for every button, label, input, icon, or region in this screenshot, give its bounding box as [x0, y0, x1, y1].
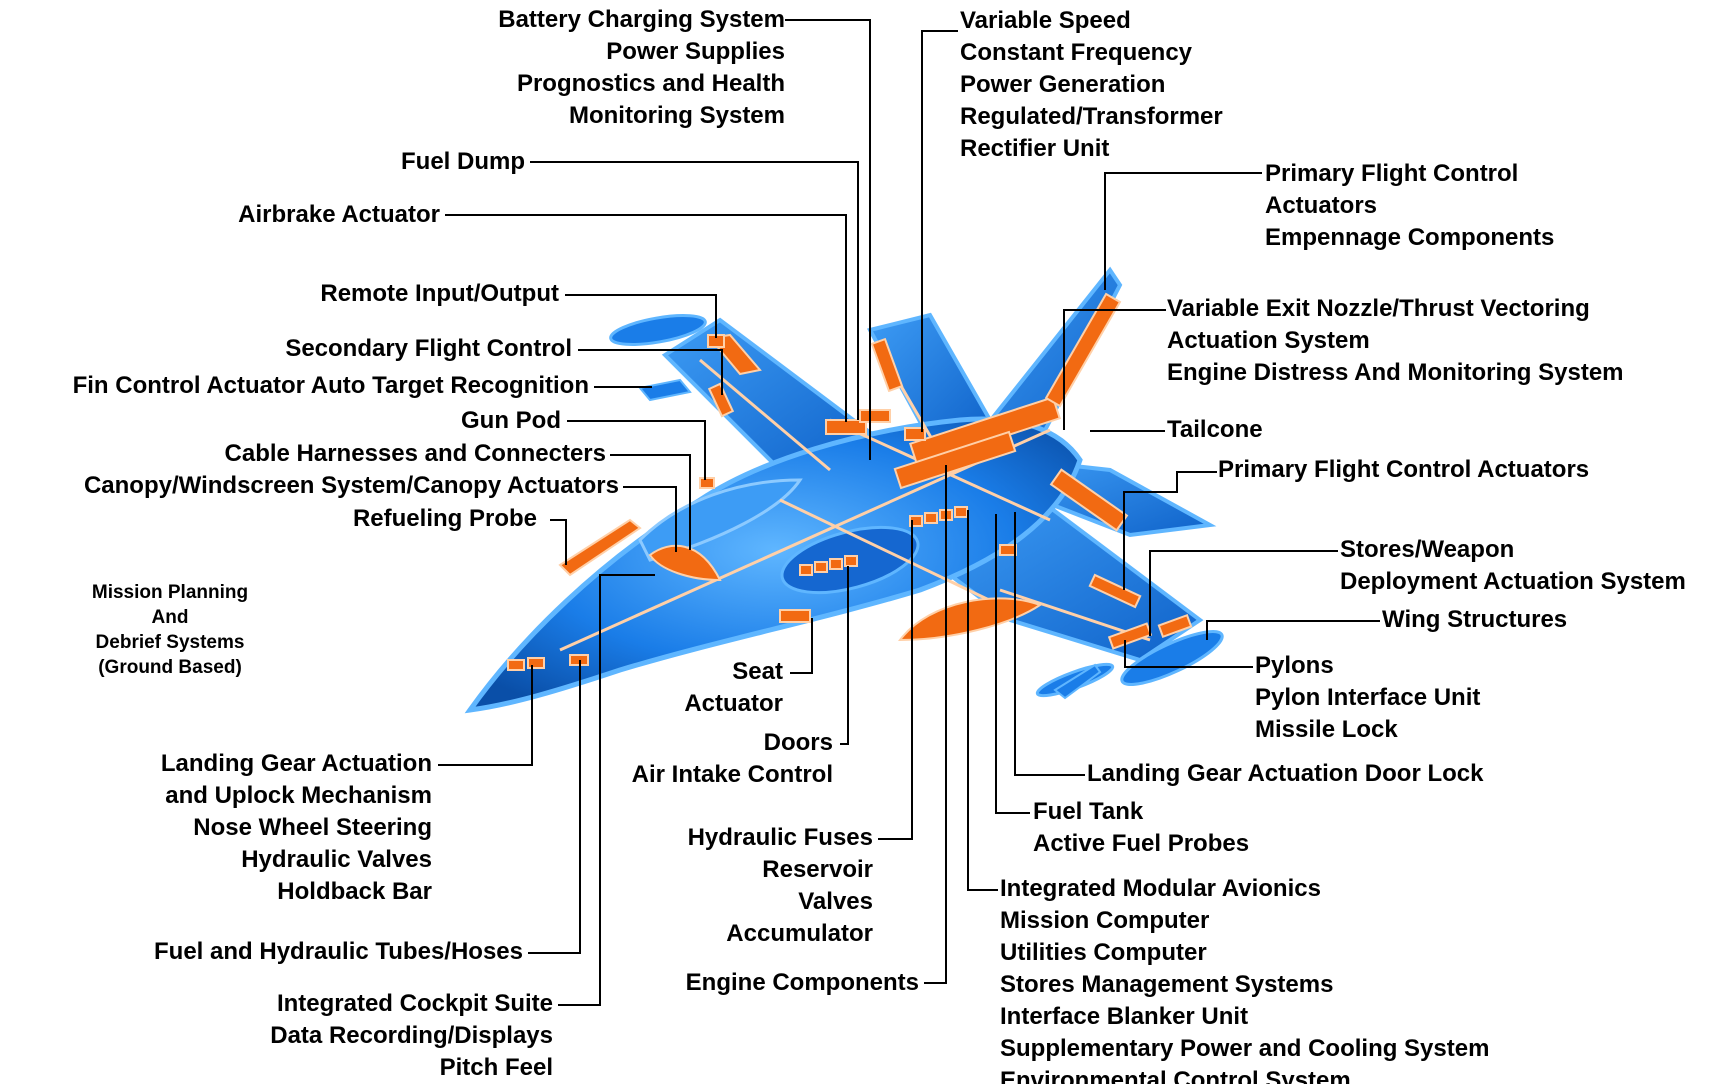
leader-wing-struct	[1206, 620, 1380, 640]
seat-actuator-box	[779, 609, 811, 623]
doors-box-b	[814, 561, 828, 573]
leader-hydraulic	[878, 520, 913, 840]
label-canopy-windscreen: Canopy/Windscreen System/Canopy Actuator…	[83, 472, 619, 499]
doors-box-d	[844, 555, 858, 567]
label-gun-pod: Gun Pod	[461, 407, 561, 434]
fin-control-vane	[638, 378, 692, 402]
leader-lg-door-lock	[1014, 512, 1085, 776]
leader-secondary-fc	[578, 349, 723, 395]
leader-gun-pod	[567, 420, 706, 480]
label-cable-harnesses: Cable Harnesses and Connecters	[224, 440, 606, 467]
leader-landing-gear	[438, 665, 533, 766]
left-wingtip-missile	[609, 314, 707, 346]
pylon-box-a	[1107, 622, 1153, 650]
leader-refueling	[550, 519, 567, 565]
leader-canopy	[623, 486, 677, 552]
label-secondary-flight-control: Secondary Flight Control	[285, 335, 572, 362]
leader-line-group	[438, 19, 1380, 1006]
leader-nozzle	[1063, 309, 1166, 430]
hydraulic-box-b	[924, 512, 938, 524]
doors-box-c	[829, 558, 843, 570]
refueling-probe	[558, 518, 642, 577]
leader-pylons	[1124, 640, 1253, 668]
engine-panel	[893, 430, 1017, 490]
label-fin-control-actuator: Fin Control Actuator Auto Target Recogni…	[72, 372, 589, 399]
fuel-tank	[897, 597, 1043, 642]
leader-fuel-dump	[530, 161, 859, 420]
fuel-dump-box	[859, 409, 891, 423]
label-fuel-hydraulic-tubes: Fuel and Hydraulic Tubes/Hoses	[154, 938, 523, 965]
leader-battery	[785, 19, 871, 460]
leader-airbrake	[445, 214, 847, 422]
gun-pod-box	[699, 477, 715, 489]
label-remote-io: Remote Input/Output	[320, 280, 559, 307]
label-refueling-probe: Refueling Probe	[352, 505, 537, 532]
cockpit-canopy	[638, 478, 803, 562]
leader-remote-io	[565, 294, 717, 338]
leader-avionics	[967, 510, 998, 891]
lower-fin-vane	[1053, 663, 1102, 700]
nose-gear-box-b	[527, 657, 545, 669]
leader-engine	[924, 465, 947, 984]
right-wingtip-missile	[1120, 630, 1224, 686]
pylon-box-b	[1157, 613, 1193, 639]
leader-cockpit	[558, 574, 655, 1006]
label-primary-flight-control-actuators: Primary Flight Control Actuators	[1218, 456, 1590, 483]
leader-doors	[840, 566, 849, 745]
leader-primary-fc-emp	[1104, 172, 1262, 290]
leader-vscf	[921, 30, 958, 432]
vscf-box	[904, 427, 926, 441]
secondary-fc-box	[707, 382, 735, 418]
leader-primary-fc-act	[1123, 471, 1217, 590]
label-wing-structures: Wing Structures	[1382, 606, 1568, 633]
label-landing-gear-door-lock: Landing Gear Actuation Door Lock	[1087, 760, 1484, 787]
label-fuel-dump: Fuel Dump	[401, 148, 525, 175]
leader-cable	[610, 454, 691, 550]
leader-seat	[790, 618, 813, 674]
doors-box-a	[799, 564, 813, 576]
wing-structure-strip	[1088, 573, 1142, 609]
fin-strip	[870, 337, 904, 393]
label-airbrake-actuator: Airbrake Actuator	[238, 201, 440, 228]
nose-gear-box-a	[507, 659, 525, 671]
canopy-actuator	[648, 544, 722, 582]
label-engine-components: Engine Components	[685, 969, 919, 996]
hydraulic-box-a	[909, 515, 923, 527]
primary-fc-strip	[1049, 468, 1129, 532]
label-tailcone: Tailcone	[1167, 416, 1263, 443]
leader-fuel-tank	[995, 514, 1030, 814]
leader-stores	[1149, 550, 1338, 636]
leader-fuel-tubes	[528, 660, 581, 954]
